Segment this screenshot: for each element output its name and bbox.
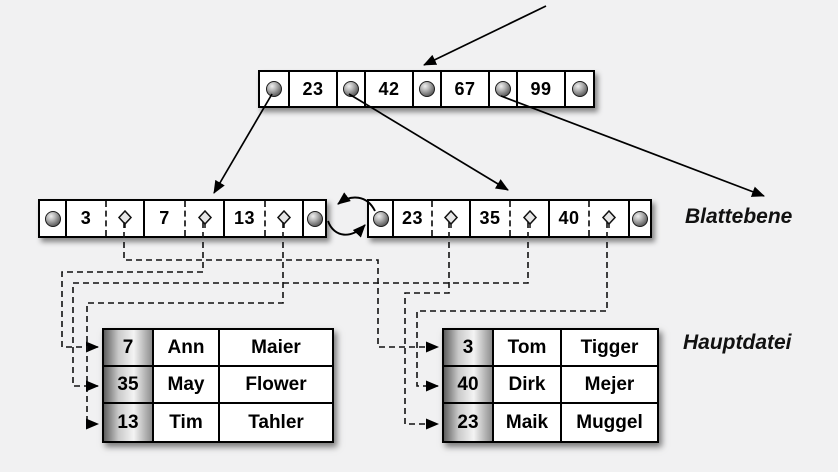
record-lastname-cell: Tigger xyxy=(562,330,657,367)
root-key-cell: 42 xyxy=(364,72,412,106)
record-key: 13 xyxy=(117,411,139,433)
root-pointer-cell xyxy=(336,72,364,106)
main-file-table-left: 7 Ann Maier 35 May Flower 13 Tim Tahler xyxy=(102,328,334,443)
record-pointer-diamond-icon xyxy=(522,209,537,228)
record-lastname-cell: Mejer xyxy=(562,367,657,404)
root-pointer-cell xyxy=(260,72,288,106)
record-key: 23 xyxy=(457,411,479,433)
pointer-circle-icon xyxy=(343,81,359,97)
record-lastname: Flower xyxy=(245,373,307,395)
leaf-key: 13 xyxy=(233,208,256,228)
record-firstname-cell: Tom xyxy=(494,330,562,367)
record-key-cell: 7 xyxy=(104,330,154,367)
record-firstname-cell: May xyxy=(154,367,220,404)
leaf-record-pointer-cell xyxy=(588,201,628,236)
record-key: 3 xyxy=(462,336,474,358)
main-file-label: Hauptdatei xyxy=(683,331,792,354)
record-key-cell: 3 xyxy=(444,330,494,367)
leaf-key: 3 xyxy=(80,208,92,228)
leaf-key-cell: 23 xyxy=(392,201,431,236)
leaf-record-pointer-cell xyxy=(431,201,469,236)
record-key-cell: 23 xyxy=(444,404,494,441)
record-lastname: Maier xyxy=(251,336,301,358)
root-pointer-cell xyxy=(488,72,516,106)
pointer-circle-icon xyxy=(571,81,588,97)
leaf-pointer-cell xyxy=(369,201,392,236)
record-firstname: May xyxy=(167,373,205,395)
main-file-table-right: 3 Tom Tigger 40 Dirk Mejer 23 Maik Mugge… xyxy=(442,328,659,443)
record-firstname-cell: Maik xyxy=(494,404,562,441)
record-firstname: Dirk xyxy=(508,373,546,395)
root-key: 23 xyxy=(302,78,324,99)
root-pointer-cell xyxy=(412,72,440,106)
leaf-key: 35 xyxy=(479,208,501,228)
root-pointer-cell xyxy=(564,72,593,106)
record-lastname: Muggel xyxy=(576,411,643,433)
root-to-far-leaf-arrow xyxy=(500,95,765,197)
root-key-cell: 99 xyxy=(516,72,564,106)
root-key: 42 xyxy=(378,78,400,99)
leaf-key-cell: 13 xyxy=(223,201,264,236)
record-key-cell: 40 xyxy=(444,367,494,404)
leaf-record-pointer-cell xyxy=(105,201,143,236)
record-key: 35 xyxy=(117,373,139,395)
leaf-pointer-cell xyxy=(40,201,65,236)
record-pointer-diamond-icon xyxy=(117,209,133,228)
root-key: 67 xyxy=(454,78,476,99)
root-key: 99 xyxy=(530,78,552,99)
pointer-circle-icon xyxy=(632,210,648,227)
pointer-circle-icon xyxy=(419,81,435,97)
leaf-level-label: Blattebene xyxy=(685,205,793,228)
record-pointer-diamond-icon xyxy=(276,209,292,228)
leaf-key: 7 xyxy=(159,208,170,228)
root-node: 23 42 67 99 xyxy=(258,70,595,108)
pointer-circle-icon xyxy=(44,210,61,227)
record-lastname-cell: Maier xyxy=(220,330,332,367)
record-lastname: Tahler xyxy=(248,411,304,433)
pointer-circle-icon xyxy=(266,81,282,97)
record-firstname-cell: Dirk xyxy=(494,367,562,404)
leaf-key: 23 xyxy=(401,208,424,228)
leaf-key-cell: 40 xyxy=(548,201,588,236)
leaf-key-cell: 35 xyxy=(469,201,509,236)
root-to-right-leaf-arrow xyxy=(348,93,509,191)
record-lastname-cell: Tahler xyxy=(220,404,332,441)
leaf-record-pointer-cell xyxy=(509,201,548,236)
root-entry-arrow xyxy=(423,5,547,66)
record-key: 7 xyxy=(122,336,134,358)
pointer-circle-icon xyxy=(306,210,323,227)
record-key: 40 xyxy=(457,373,479,395)
root-to-left-leaf-arrow xyxy=(213,93,273,194)
leaf-pointer-cell xyxy=(302,201,325,236)
record-firstname-cell: Tim xyxy=(154,404,220,441)
leaf-key-cell: 7 xyxy=(143,201,184,236)
record-firstname: Maik xyxy=(505,411,549,433)
record-lastname: Tigger xyxy=(580,336,639,358)
record-firstname-cell: Ann xyxy=(154,330,220,367)
record-pointer-diamond-icon xyxy=(601,209,617,228)
leaf-pointer-cell xyxy=(628,201,650,236)
leaf-record-pointer-cell xyxy=(184,201,223,236)
leaf-node-left: 3 7 13 xyxy=(38,199,327,238)
leaf-key-cell: 3 xyxy=(65,201,105,236)
record-lastname-cell: Muggel xyxy=(562,404,657,441)
record-firstname: Tim xyxy=(169,411,203,433)
record-pointer-diamond-icon xyxy=(443,209,459,228)
leaf-node-right: 23 35 40 xyxy=(367,199,652,238)
record-firstname: Tom xyxy=(507,336,547,358)
record-key-cell: 13 xyxy=(104,404,154,441)
record-pointer-diamond-icon xyxy=(197,209,212,228)
leaf-link-arrow-right xyxy=(327,220,366,238)
record-lastname: Mejer xyxy=(584,373,635,395)
root-key-cell: 23 xyxy=(288,72,336,106)
pointer-circle-icon xyxy=(372,210,389,227)
leaf-record-pointer-cell xyxy=(264,201,302,236)
pointer-circle-icon xyxy=(495,81,511,97)
record-firstname: Ann xyxy=(167,336,205,358)
leaf-key: 40 xyxy=(558,208,580,228)
record-key-cell: 35 xyxy=(104,367,154,404)
record-lastname-cell: Flower xyxy=(220,367,332,404)
root-key-cell: 67 xyxy=(440,72,488,106)
